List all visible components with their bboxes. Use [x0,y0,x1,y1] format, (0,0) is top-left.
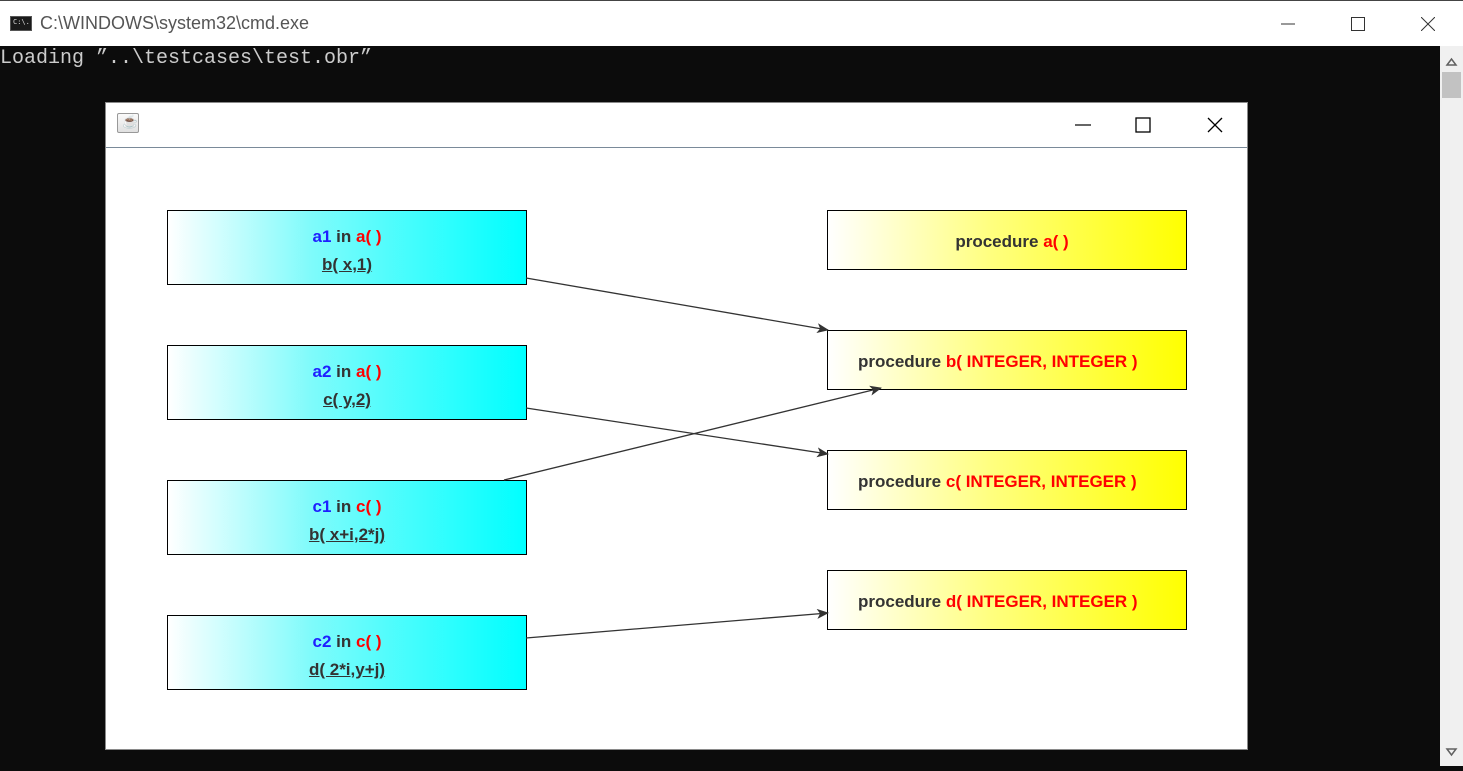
java-minimize-button[interactable] [1060,111,1106,141]
cmd-minimize-button[interactable] [1253,1,1323,47]
arrow-a2-to-c [525,407,829,458]
java-close-button[interactable] [1192,111,1238,141]
maximize-icon [1135,117,1151,133]
java-maximize-button[interactable] [1120,111,1166,141]
cmd-icon-text: C:\. [13,18,30,26]
scroll-down-button[interactable] [1440,740,1463,766]
arrow-c2-to-d [525,608,829,639]
call-expression: d( 2*i,y+j) [308,660,386,679]
java-titlebar: ☕ [106,103,1247,147]
caller-in-label: in [336,227,352,246]
cmd-titlebar: C:\. C:\WINDOWS\system32\cmd.exe [0,0,1463,46]
procedure-signature: c( INTEGER, INTEGER ) [945,472,1137,491]
caller-node-a2[interactable]: a2 in a( ) c( y,2) [167,345,527,420]
cmd-maximize-button[interactable] [1323,1,1393,47]
procedure-node-d[interactable]: procedure d( INTEGER, INTEGER ) [827,570,1187,630]
caller-name: c1 [312,497,332,516]
scroll-thumb[interactable] [1442,72,1461,98]
caller-node-c1[interactable]: c1 in c( ) b( x+i,2*j) [167,480,527,555]
caller-node-c2[interactable]: c2 in c( ) d( 2*i,y+j) [167,615,527,690]
caller-name: a2 [312,362,332,381]
procedure-node-a[interactable]: procedure a( ) [827,210,1187,270]
caller-proc: c( ) [356,632,382,651]
cmd-window-title: C:\WINDOWS\system32\cmd.exe [40,13,310,33]
caller-name: c2 [312,632,332,651]
chevron-down-icon [1445,748,1458,757]
arrow-c1-to-b [503,385,882,481]
caller-in-label: in [336,362,352,381]
maximize-icon [1351,17,1365,31]
procedure-signature: a( ) [1043,232,1069,251]
java-coffee-icon[interactable]: ☕ [117,113,139,133]
procedure-node-b[interactable]: procedure b( INTEGER, INTEGER ) [827,330,1187,390]
chevron-up-icon [1445,57,1458,66]
console-output-line: Loading ”..\testcases\test.obr” [0,47,373,70]
arrow-a1-to-b [525,277,829,334]
scroll-up-button[interactable] [1440,48,1463,74]
call-expression: b( x,1) [321,255,373,274]
diagram-canvas: a1 in a( ) b( x,1) a2 in a( ) c( y,2) c1… [106,147,1247,749]
procedure-keyword: procedure [858,472,942,491]
cmd-close-button[interactable] [1393,1,1463,47]
caller-proc: a( ) [356,227,382,246]
procedure-node-c[interactable]: procedure c( INTEGER, INTEGER ) [827,450,1187,510]
call-expression: c( y,2) [323,390,371,409]
procedure-signature: b( INTEGER, INTEGER ) [945,352,1138,371]
procedure-keyword: procedure [955,232,1039,251]
console-scrollbar[interactable] [1440,46,1463,766]
call-arrows [503,277,882,639]
caller-in-label: in [336,497,352,516]
caller-node-a1[interactable]: a1 in a( ) b( x,1) [167,210,527,285]
call-expression: b( x+i,2*j) [308,525,386,544]
close-icon [1421,17,1435,31]
close-icon [1207,117,1223,133]
minimize-icon [1075,124,1091,126]
caller-name: a1 [312,227,332,246]
procedure-keyword: procedure [858,592,942,611]
procedure-signature: d( INTEGER, INTEGER ) [945,592,1138,611]
java-diagram-window: ☕ a1 in a( ) b( x,1) a2 in a( ) c( y,2) … [105,102,1248,750]
procedure-keyword: procedure [858,352,942,371]
minimize-icon [1281,23,1295,25]
caller-proc: a( ) [356,362,382,381]
cmd-app-icon[interactable]: C:\. [10,16,32,31]
caller-in-label: in [336,632,352,651]
caller-proc: c( ) [356,497,382,516]
